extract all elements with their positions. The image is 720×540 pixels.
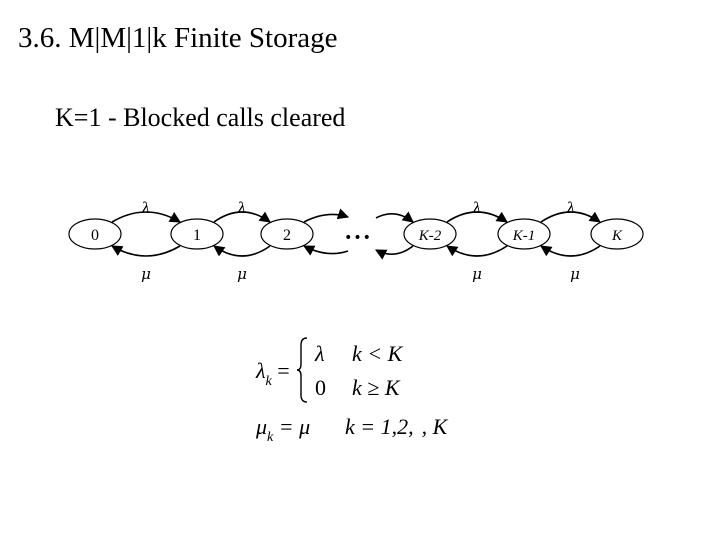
service-rate-label: μ bbox=[570, 265, 580, 283]
slide-subtitle: K=1 - Blocked calls cleared bbox=[55, 103, 346, 132]
case-one-condition: k < K bbox=[352, 341, 403, 366]
state-k: K bbox=[590, 218, 644, 250]
mu-symbol: μ bbox=[256, 414, 268, 439]
mu-k-range-end: , K bbox=[421, 414, 448, 439]
state-label: 2 bbox=[283, 227, 291, 244]
case-two-value: 0 bbox=[315, 375, 326, 400]
service-rate-label: μ bbox=[472, 265, 482, 283]
state-1: 1 bbox=[170, 218, 224, 250]
service-arrow bbox=[303, 245, 349, 256]
service-arrow bbox=[213, 245, 271, 257]
equals-sign: = bbox=[277, 358, 290, 383]
case-two-condition: k ≥ K bbox=[352, 375, 400, 400]
arrival-arrow bbox=[446, 211, 508, 223]
slide-title: 3.6. M|M|1|k Finite Storage bbox=[18, 22, 338, 54]
state-2: 2 bbox=[260, 218, 314, 250]
lambda-symbol: λ bbox=[256, 358, 266, 383]
state-label: K-1 bbox=[512, 228, 536, 244]
state-0: 0 bbox=[68, 218, 122, 250]
service-rate-label: μ bbox=[237, 265, 247, 283]
lambda-k-lhs: λk = bbox=[256, 358, 290, 389]
mu-k-equation: μk = μ bbox=[256, 414, 311, 445]
state-k-minus-2: K-2 bbox=[403, 218, 457, 250]
subscript-k: k bbox=[267, 430, 274, 445]
arrival-rate-label: λ bbox=[236, 199, 247, 217]
service-arrow bbox=[111, 245, 181, 257]
state-label: 0 bbox=[91, 227, 99, 244]
case-one-value: λ bbox=[315, 341, 325, 366]
arrival-arrow bbox=[303, 208, 350, 223]
state-label: K bbox=[611, 228, 623, 244]
arrival-rate-label: λ bbox=[565, 199, 576, 217]
mu-k-rhs: = μ bbox=[278, 414, 311, 439]
service-arrow bbox=[446, 245, 508, 257]
state-k-minus-1: K-1 bbox=[497, 218, 551, 250]
arrival-rate-label: λ bbox=[140, 199, 151, 217]
service-rate-label: μ bbox=[141, 265, 151, 283]
subscript-k: k bbox=[265, 374, 272, 389]
arrival-arrow bbox=[213, 211, 271, 223]
service-arrow bbox=[375, 245, 414, 260]
service-arrow bbox=[540, 245, 601, 257]
arrival-arrow bbox=[540, 211, 601, 223]
left-brace bbox=[296, 337, 308, 403]
ellipsis: ••• bbox=[344, 230, 372, 246]
mu-k-range: k = 1,2, , K bbox=[345, 414, 447, 442]
state-label: 1 bbox=[193, 227, 201, 244]
mu-k-range-text: k = 1,2, bbox=[345, 414, 414, 439]
arrival-rate-label: λ bbox=[471, 199, 482, 217]
state-label: K-2 bbox=[418, 228, 442, 244]
arrival-arrow bbox=[111, 211, 181, 223]
arrival-arrow bbox=[375, 211, 414, 223]
